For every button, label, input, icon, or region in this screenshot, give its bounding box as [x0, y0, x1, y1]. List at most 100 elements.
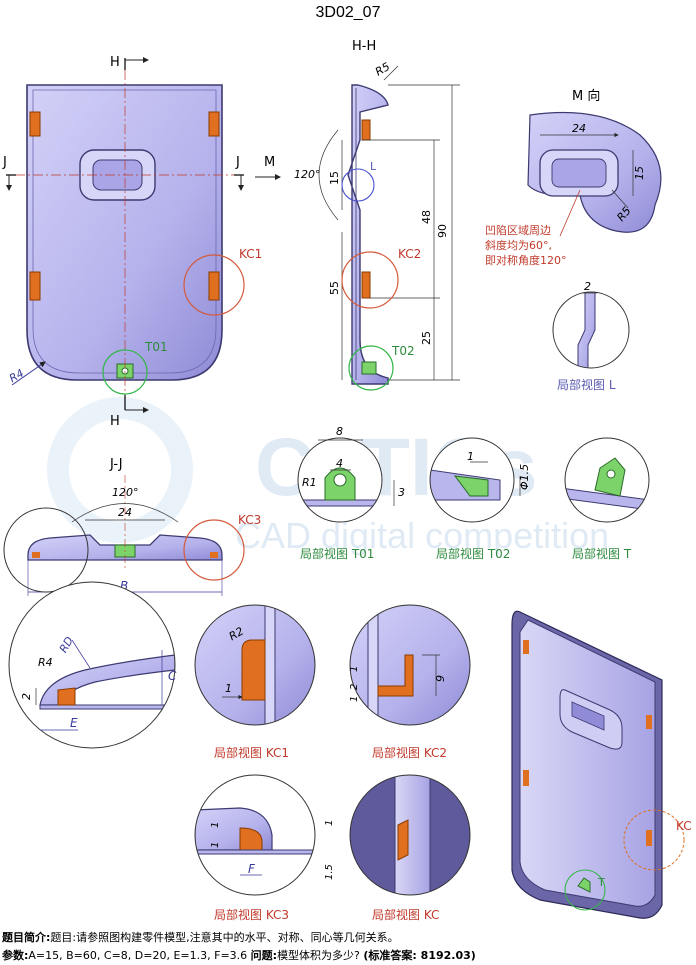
section-mark-h-bottom: H — [110, 414, 120, 429]
dim-8-t01: 8 — [336, 425, 343, 438]
dim-r4: R4 — [7, 367, 26, 386]
isometric-view: KC T — [511, 610, 692, 919]
callout-l — [341, 168, 375, 202]
label-t02: T02 — [391, 344, 415, 358]
dim-1b-kc3: 1 — [210, 842, 221, 848]
detail-t01: 8 4 R1 3 局部视图 T01 — [297, 425, 405, 561]
label-kc3: KC3 — [238, 513, 261, 527]
dim-3-t01: 3 — [398, 486, 405, 499]
section-mark-h-top: H — [110, 55, 120, 70]
dim-1-kc1: 1 — [225, 682, 232, 695]
detail-kc: 局部视图 KC — [349, 774, 471, 922]
iso-body-face — [519, 619, 656, 907]
caption-kc3: 局部视图 KC3 — [214, 907, 289, 922]
dim-2-kc2: 2 — [349, 684, 360, 690]
dim-b: B — [120, 579, 128, 593]
detail-kc2: 9 1 2 1 局部视图 KC2 — [349, 604, 471, 760]
dim-angle-hh: 120° — [294, 168, 321, 181]
front-view-body — [26, 84, 223, 381]
params-text: A=15, B=60, C=8, D=20, E=1.3, F=3.6 — [28, 949, 248, 962]
note-line-2: 斜度均为60°, — [485, 238, 552, 252]
clip-bottom-right — [208, 271, 220, 301]
dim-9-kc2: 9 — [434, 675, 447, 682]
section-hh-title: H-H — [352, 39, 376, 54]
callout-kc2 — [341, 251, 399, 309]
label-kc2: KC2 — [398, 247, 421, 261]
dim-r1-t01: R1 — [302, 476, 317, 489]
clip-bottom-left — [29, 271, 41, 301]
dim-15-kc3: 1.5 — [324, 864, 335, 880]
watermark-logo-ring — [47, 397, 193, 543]
dim-25: 25 — [420, 331, 433, 345]
dim-r4-detail: R4 — [38, 656, 53, 669]
caption-t01: 局部视图 T01 — [300, 546, 374, 561]
dim-1a-kc3: 1 — [210, 822, 221, 828]
caption-kc2: 局部视图 KC2 — [372, 745, 447, 760]
dim-2-detail: 2 — [20, 693, 33, 700]
label-t01: T01 — [144, 340, 168, 354]
dim-r2-kc1: R2 — [227, 625, 246, 644]
dim-angle-jj: 120° — [112, 486, 139, 499]
question-text: 模型体积为多少? — [277, 949, 360, 962]
detail-l: 2 局部视图 L — [552, 280, 630, 392]
intro-label: 题目简介: — [2, 931, 51, 944]
dim-c: C — [168, 669, 177, 683]
callout-kc1 — [183, 254, 245, 316]
problem-intro: 题目简介:题目:请参照图构建零件模型,注意其中的水平、对称、同心等几何关系。 — [2, 929, 399, 945]
section-mark-j-right: J — [235, 155, 240, 170]
m-view: M 向 24 15 R5 凹陷区域周边 斜度均为60°, 即对称角度120° — [485, 88, 662, 267]
detail-t: 局部视图 T — [564, 437, 650, 561]
caption-kc: 局部视图 KC — [372, 907, 439, 922]
answer-text: (标准答案: 8192.03) — [363, 949, 476, 962]
clip-top-left — [29, 111, 41, 137]
dim-4-t01: 4 — [336, 457, 343, 470]
callout-t02 — [348, 345, 394, 391]
dim-2-l: 2 — [584, 280, 591, 293]
view-arrow-m: M — [264, 155, 275, 170]
caption-kc1: 局部视图 KC1 — [214, 745, 289, 760]
section-mark-j-left: J — [2, 155, 7, 170]
dim-24-m: 24 — [572, 122, 586, 135]
callout-jj-detail — [3, 507, 89, 593]
problem-params: 参数:A=15, B=60, C=8, D=20, E=1.3, F=3.6 问… — [2, 947, 476, 963]
question-label: 问题: — [250, 949, 278, 962]
detail-t02: 1 Φ1.5 局部视图 T02 — [429, 437, 531, 561]
dim-phi15-t02: Φ1.5 — [518, 464, 531, 490]
dim-1c-kc3: 1 — [324, 820, 335, 826]
dim-1-t02: 1 — [467, 450, 474, 463]
dim-15-m: 15 — [633, 166, 646, 180]
caption-t02: 局部视图 T02 — [436, 546, 510, 561]
callout-kc3 — [183, 519, 245, 581]
dim-24-jj: 24 — [118, 506, 132, 519]
dim-1b-kc2: 1 — [349, 696, 360, 702]
note-line-1: 凹陷区域周边 — [485, 223, 551, 237]
detail-kc1: R2 1 局部视图 KC1 — [194, 604, 316, 760]
label-l: L — [370, 160, 377, 173]
dim-e: E — [70, 716, 78, 730]
dim-48: 48 — [420, 210, 433, 224]
dim-90: 90 — [436, 224, 449, 238]
intro-text: 题目:请参照图构建零件模型,注意其中的水平、对称、同心等几何关系。 — [50, 931, 399, 944]
drawing-title: 3D02_07 — [315, 4, 381, 21]
clip-top-right — [208, 111, 220, 137]
callout-iso-t — [564, 869, 606, 911]
label-iso-t: T — [597, 876, 605, 889]
label-iso-kc: KC — [676, 819, 692, 833]
watermark-subtitle: CAD digital competition — [235, 515, 609, 556]
section-jj-title: J-J — [109, 457, 123, 472]
dim-1a-kc2: 1 — [349, 666, 360, 672]
dim-f: F — [248, 862, 256, 876]
label-kc1: KC1 — [239, 247, 262, 261]
note-line-3: 即对称角度120° — [485, 253, 567, 267]
params-label: 参数: — [2, 949, 29, 962]
dim-15-hh: 15 — [328, 171, 341, 185]
front-view: H H J J M KC1 T01 R4 — [2, 55, 281, 429]
section-hh-view: H-H 90 48 25 55 15 120° R5 L KC2 — [294, 39, 460, 391]
caption-t: 局部视图 T — [572, 546, 632, 561]
engineering-drawing-sheet: CaTICs CAD digital competition H H J J — [2, 39, 692, 922]
callout-iso-kc — [623, 809, 685, 871]
section-jj-view: J-J 120° 24 B KC3 — [3, 457, 261, 596]
dim-55: 55 — [328, 281, 341, 295]
detail-kc3: 1 1 F 1 1.5 局部视图 KC3 — [194, 774, 335, 922]
dim-r5-hh: R5 — [373, 60, 392, 79]
